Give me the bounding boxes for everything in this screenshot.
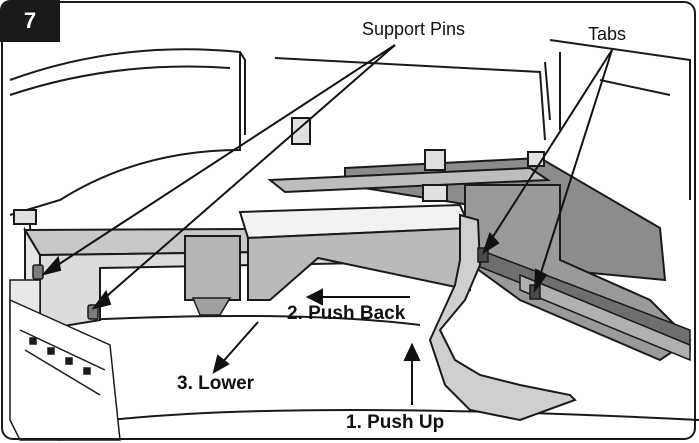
lower-label: 3. Lower (177, 373, 255, 394)
tabs-label: Tabs (588, 24, 627, 44)
push-up-label: 1. Push Up (346, 412, 445, 433)
bolt-icon (13, 117, 545, 225)
step-number-badge: 7 (0, 0, 60, 42)
support-pins-label: Support Pins (362, 19, 466, 39)
access-panel (428, 213, 577, 422)
leader-lines (41, 44, 613, 405)
hinge-strip (9, 298, 121, 441)
push-back-label: 2. Push Back (287, 303, 406, 324)
